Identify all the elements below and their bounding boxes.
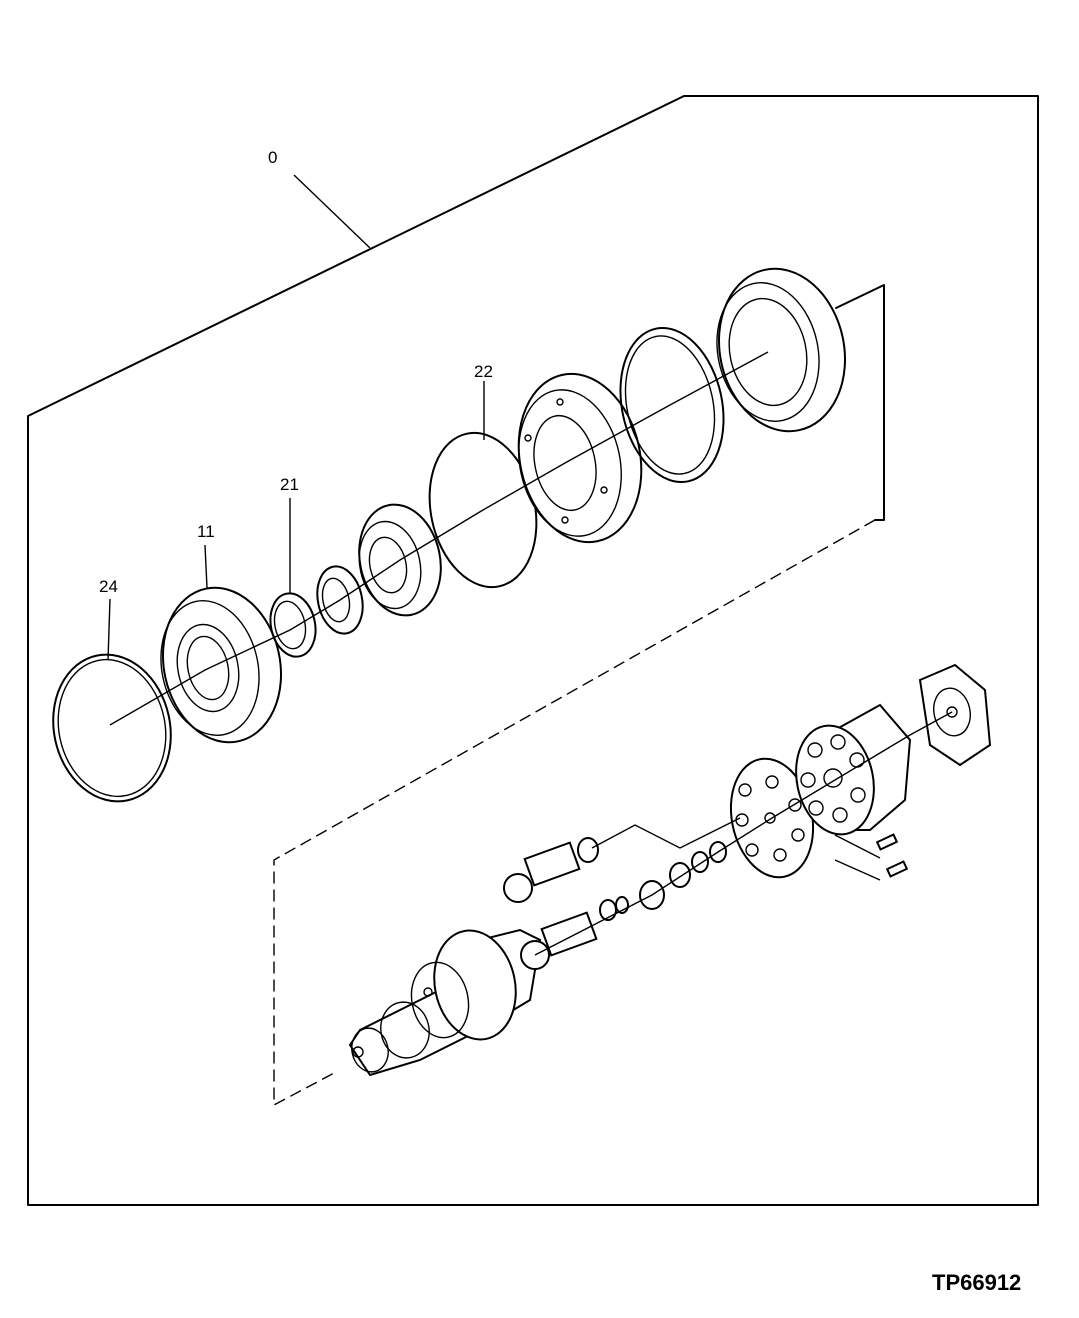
callout-nut-ring: 21 [280,475,299,494]
axis-line-upper [109,351,769,726]
assembly-boundary [27,95,1039,1206]
thin-ring-part [619,326,725,484]
leader-lower-3 [834,859,881,881]
callout-snap-ring: 24 [99,577,118,596]
callout-housing: 11 [197,522,215,541]
slotted-nut-part [316,565,364,635]
piston-pins [503,837,727,970]
leader-lower-2 [834,834,881,859]
axis-line-lower [534,711,953,956]
housing-part [160,544,283,744]
flange-part [517,372,643,544]
leader-lower-1 [591,817,741,849]
outer-housing-part [716,267,846,433]
nut-ring-part [269,498,317,658]
callout-o-ring: 22 [474,362,493,381]
upper-group-bracket [835,284,885,521]
small-bolts [875,833,909,878]
leader-assembly [293,174,371,249]
shaft-part [348,928,542,1077]
group-dashed-line [273,519,876,1107]
callout-assembly: 0 [268,148,277,167]
snap-ring-part [52,598,172,803]
figure-id: TP66912 [932,1270,1021,1295]
valve-plate-part [918,663,992,767]
